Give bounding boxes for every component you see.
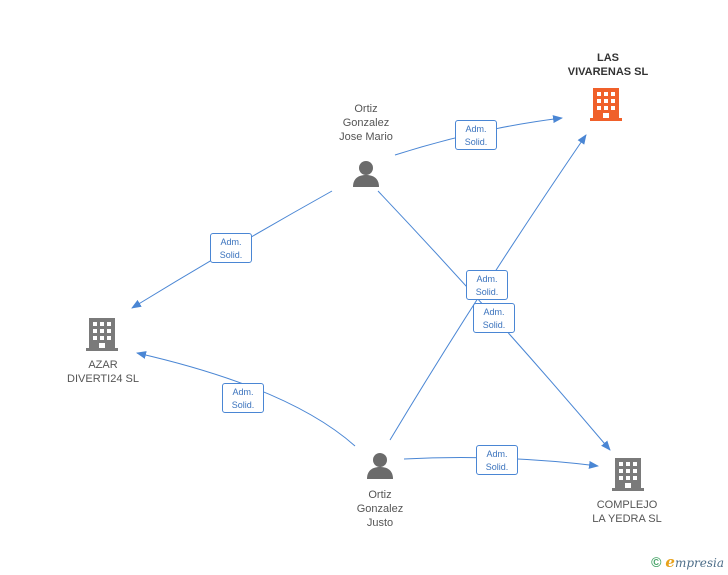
edge-label-jose-yedra: Adm. Solid. — [473, 303, 515, 333]
edge-label-line: Adm. — [232, 387, 254, 397]
edge-label-line: Solid. — [475, 287, 499, 297]
building-icon[interactable] — [590, 86, 622, 122]
node-label-ortiz-jose-mario[interactable]: Ortiz Gonzalez Jose Mario — [316, 102, 416, 144]
node-label-line: LA YEDRA SL — [592, 513, 662, 525]
person-icon[interactable] — [365, 452, 395, 480]
edge-label-line: Solid. — [485, 462, 509, 472]
edge-label-line: Solid. — [482, 320, 506, 330]
brand-initial: e — [665, 553, 675, 571]
edge-label-line: Solid. — [219, 250, 243, 260]
footer-brand: © empresia — [651, 553, 724, 571]
edge-label-justo-yedra: Adm. Solid. — [476, 445, 518, 475]
edge-label-justo-vivarenas: Adm. Solid. — [466, 270, 508, 300]
node-label-line: VIVARENAS SL — [567, 66, 649, 78]
node-label-line: Ortiz — [354, 103, 378, 115]
node-label-azar-diverti24[interactable]: AZAR DIVERTI24 SL — [48, 358, 158, 386]
edge-label-line: Solid. — [231, 400, 255, 410]
copyright-icon: © — [651, 554, 662, 570]
person-icon[interactable] — [351, 160, 381, 188]
edge-label-line: Adm. — [476, 274, 498, 284]
brand-logo: empresia — [665, 553, 724, 571]
node-label-line: Gonzalez — [356, 503, 404, 515]
edge-label-justo-azar: Adm. Solid. — [222, 383, 264, 413]
node-label-ortiz-justo[interactable]: Ortiz Gonzalez Justo — [330, 488, 430, 530]
edge-label-jose-vivarenas: Adm. Solid. — [455, 120, 497, 150]
edge-label-line: Adm. — [465, 124, 487, 134]
node-label-line: LAS — [597, 52, 619, 64]
node-label-line: Justo — [366, 517, 394, 529]
node-label-line: Jose Mario — [339, 131, 393, 143]
edge-label-jose-azar: Adm. Solid. — [210, 233, 252, 263]
node-label-line: Gonzalez — [342, 117, 390, 129]
node-label-line: Ortiz — [368, 489, 392, 501]
edge-label-line: Adm. — [483, 307, 505, 317]
edge-label-line: Adm. — [220, 237, 242, 247]
edge-justo-azar — [136, 351, 356, 447]
node-label-line: DIVERTI24 SL — [67, 373, 139, 385]
brand-rest: mpresia — [674, 556, 724, 570]
node-label-las-vivarenas[interactable]: LAS VIVARENAS SL — [548, 51, 668, 79]
building-icon[interactable] — [86, 316, 118, 352]
edge-label-line: Solid. — [464, 137, 488, 147]
building-icon[interactable] — [612, 456, 644, 492]
edge-label-line: Adm. — [486, 449, 508, 459]
node-label-line: COMPLEJO — [596, 499, 658, 511]
node-label-line: AZAR — [88, 359, 118, 371]
node-label-complejo-la-yedra[interactable]: COMPLEJO LA YEDRA SL — [572, 498, 682, 526]
